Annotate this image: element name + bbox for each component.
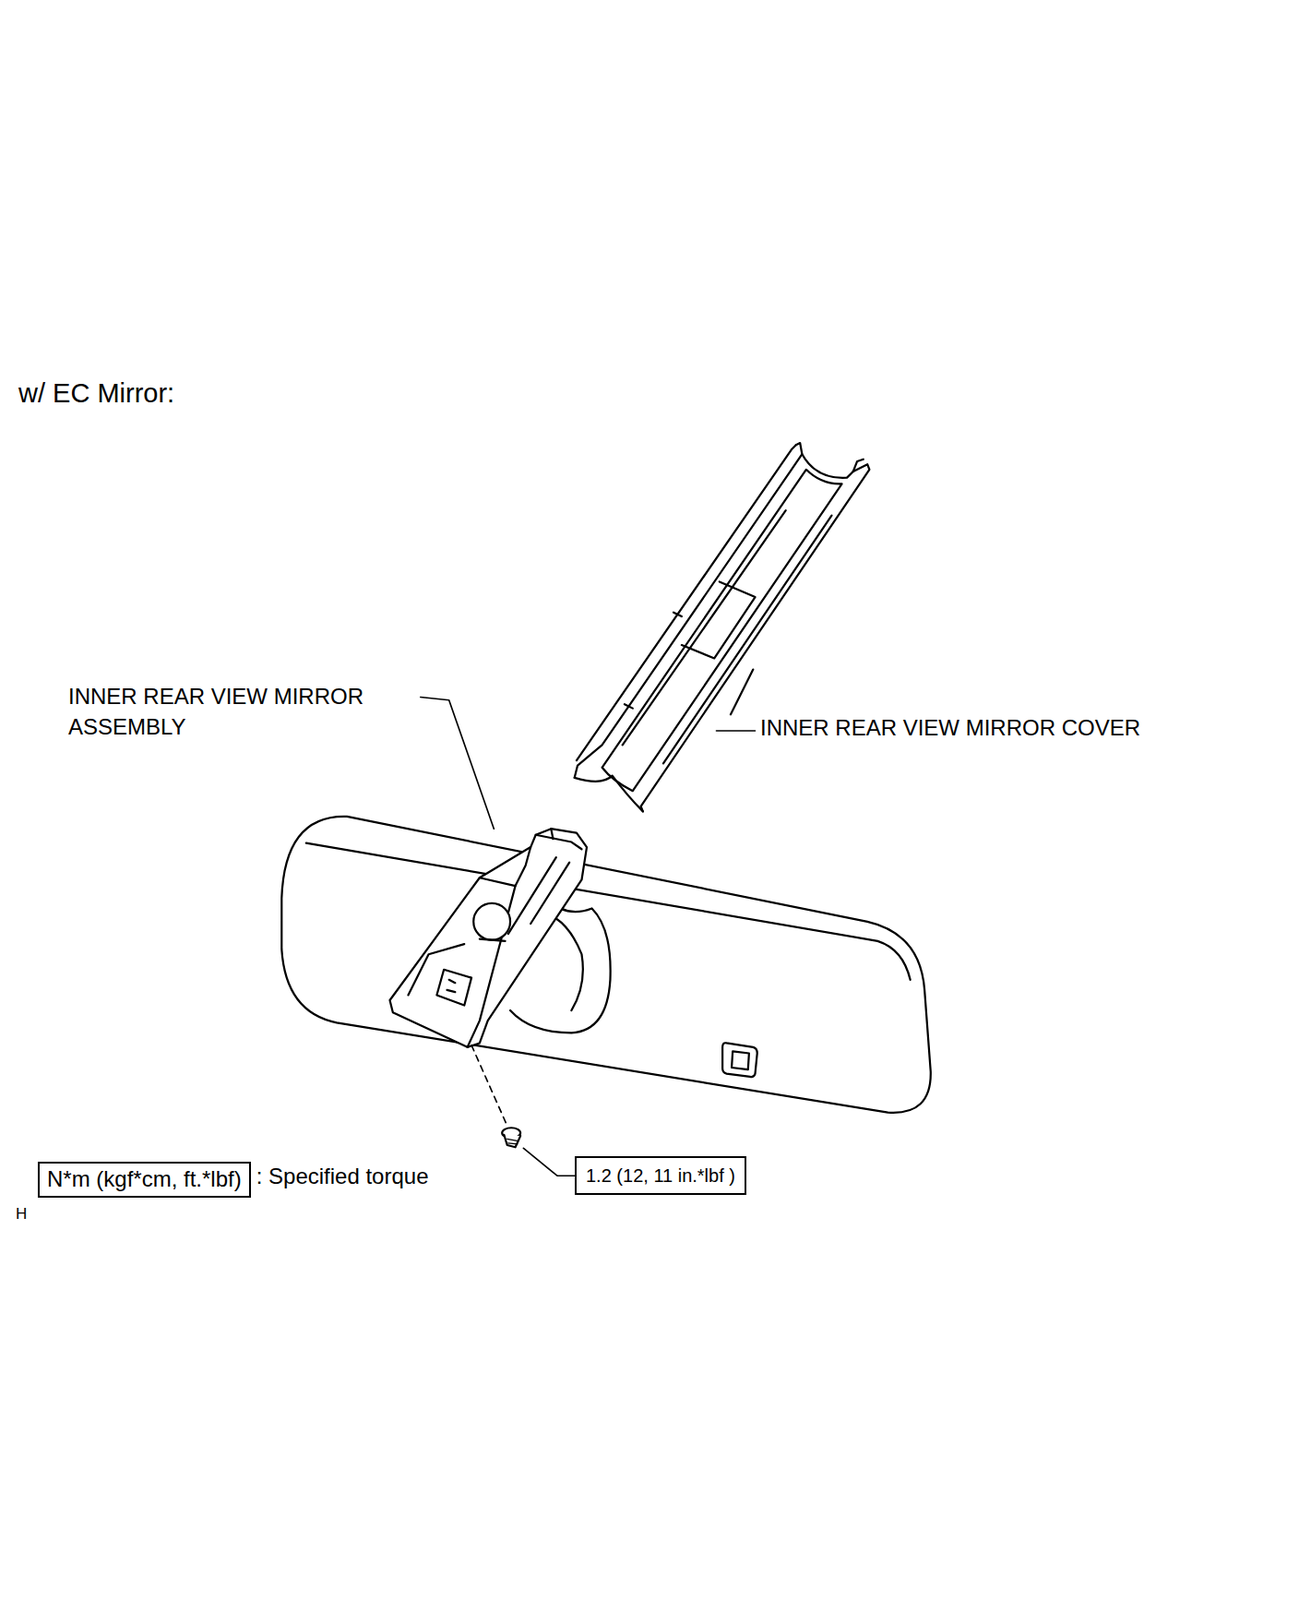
torque-value-box: 1.2 (12, 11 in.*lbf ) bbox=[574, 1155, 747, 1195]
box-text: N*m (kgf*cm, ft.*lbf) bbox=[47, 1166, 242, 1193]
legend-text: : Specified torque bbox=[256, 1163, 430, 1191]
part-name: INNER REAR VIEW MIRROR COVER bbox=[760, 715, 1141, 742]
figure-code: H bbox=[15, 1204, 27, 1224]
unit-legend-box: N*m (kgf*cm, ft.*lbf) bbox=[37, 1161, 251, 1198]
part-name: INNER REAR VIEW MIRROR ASSEMBLY bbox=[68, 680, 456, 742]
box-text: 1.2 (12, 11 in.*lbf ) bbox=[585, 1164, 736, 1187]
variant-heading: w/ EC Mirror: bbox=[18, 377, 175, 410]
